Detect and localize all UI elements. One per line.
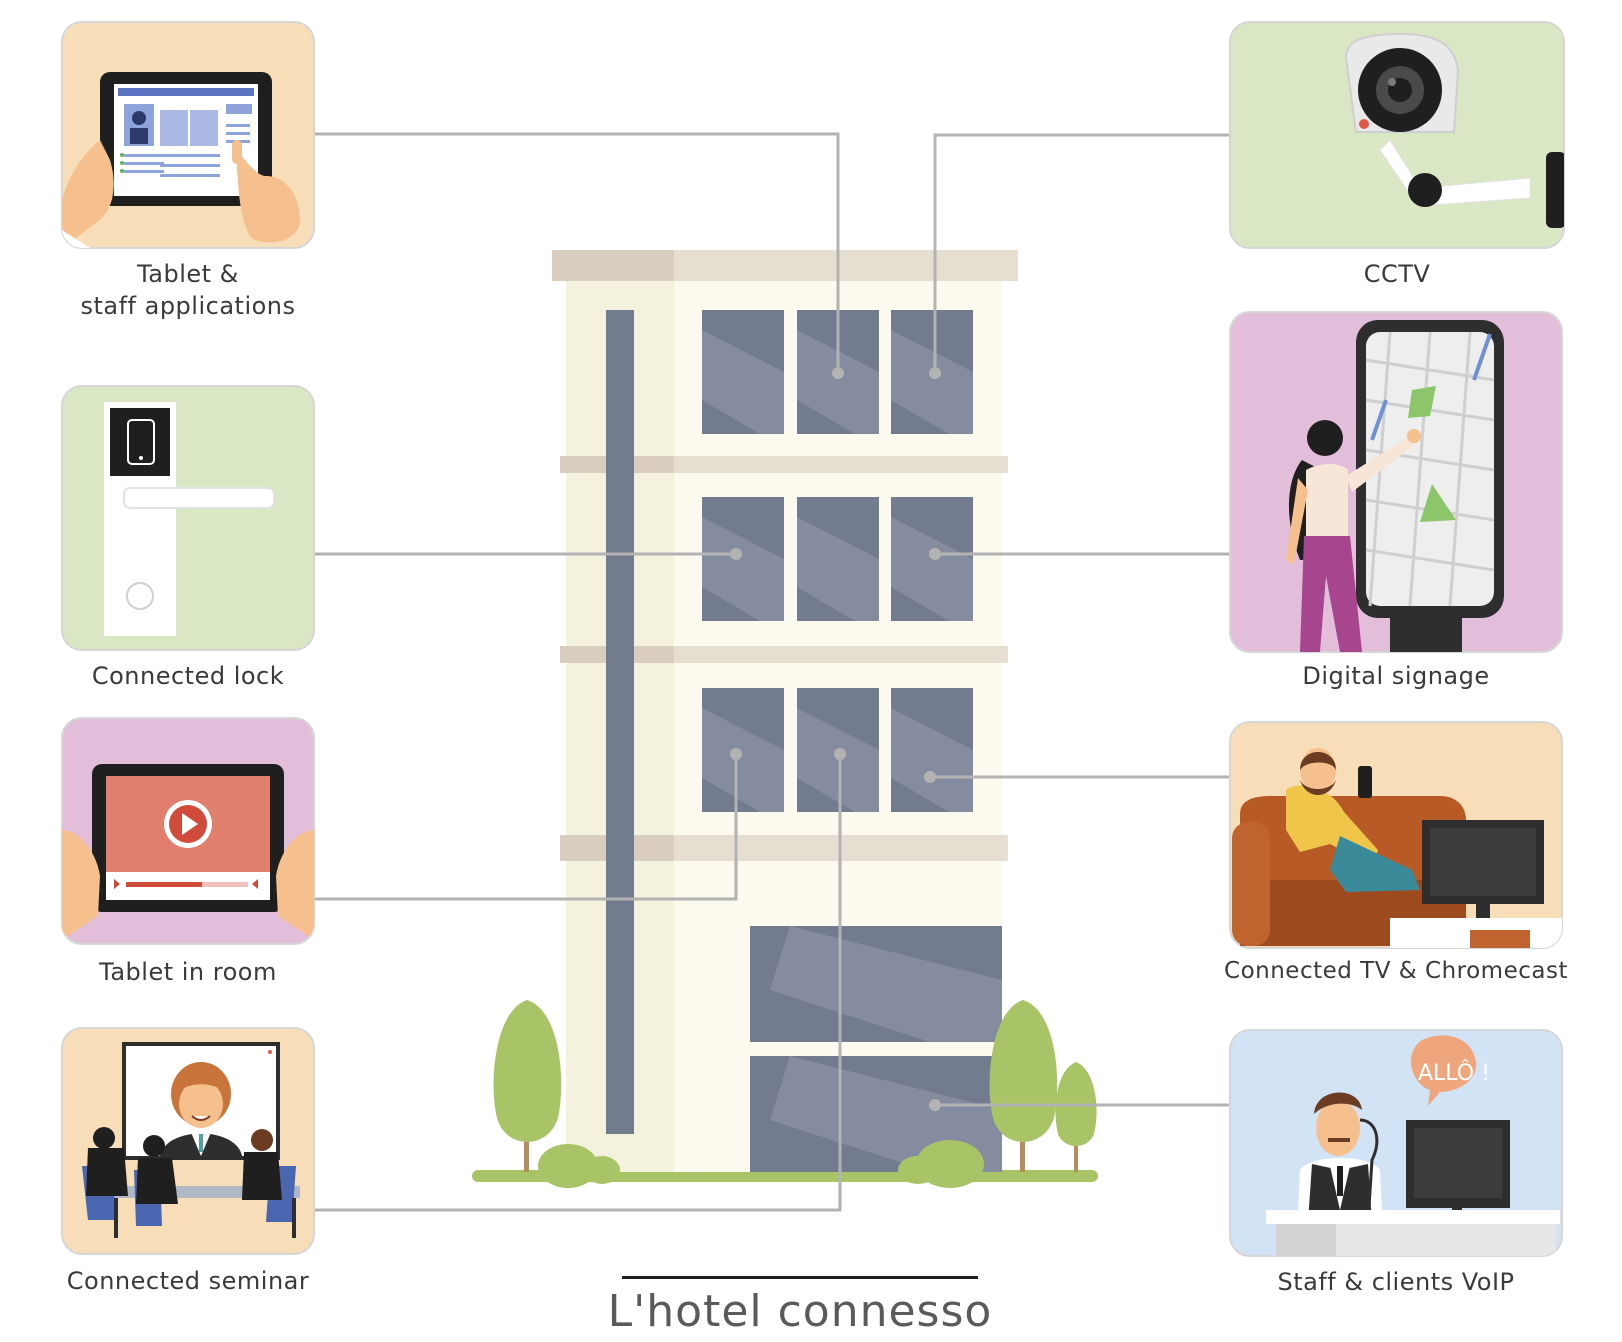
speech-bubble-text: ALLÔ ! (1418, 1060, 1490, 1086)
building-icon (472, 250, 1098, 1182)
card-connected-tv (1229, 721, 1563, 949)
label-connected-seminar: Connected seminar (40, 1265, 336, 1297)
label-connected-lock-text: Connected lock (91, 662, 285, 690)
label-connected-tv: Connected TV & Chromecast (1210, 955, 1582, 987)
label-tablet-staff: Tablet & staff applications (62, 258, 314, 322)
label-tablet-room: Tablet in room (62, 956, 314, 988)
label-tablet-room-text: Tablet in room (99, 958, 277, 986)
voip-receptionist-icon: ALLÔ ! (1266, 1035, 1560, 1256)
card-digital-signage (1229, 311, 1563, 653)
connector-dots (730, 367, 941, 1111)
cctv-camera-icon (1344, 32, 1564, 228)
label-digital-signage: Digital signage (1230, 660, 1562, 692)
label-tablet-staff-line2: staff applications (80, 292, 296, 320)
title-rule (622, 1276, 978, 1279)
card-connected-lock (61, 385, 315, 651)
label-cctv-text: CCTV (1363, 260, 1431, 288)
label-voip: Staff & clients VoIP (1230, 1266, 1562, 1298)
label-digital-signage-text: Digital signage (1302, 662, 1490, 690)
lock-icon (104, 402, 275, 636)
label-connected-lock: Connected lock (62, 660, 314, 692)
tablet-icon (62, 72, 300, 248)
label-tablet-staff-line1: Tablet & (137, 260, 239, 288)
tv-sofa-icon (1232, 748, 1562, 948)
connector-lines (314, 132, 1230, 1212)
card-voip: ALLÔ ! (1229, 1029, 1563, 1257)
label-connected-seminar-text: Connected seminar (66, 1267, 310, 1295)
seminar-icon (82, 1042, 300, 1238)
label-cctv: CCTV (1230, 258, 1564, 290)
map-signage-icon (1286, 320, 1504, 652)
card-connected-seminar (61, 1027, 315, 1255)
card-tablet-room (61, 717, 315, 945)
card-cctv (1229, 21, 1565, 249)
card-tablet-staff (61, 21, 315, 249)
page-title: L'hotel connesso (607, 1286, 993, 1337)
label-connected-tv-text: Connected TV & Chromecast (1224, 958, 1568, 984)
label-voip-text: Staff & clients VoIP (1277, 1268, 1515, 1296)
video-tablet-icon (62, 764, 314, 940)
